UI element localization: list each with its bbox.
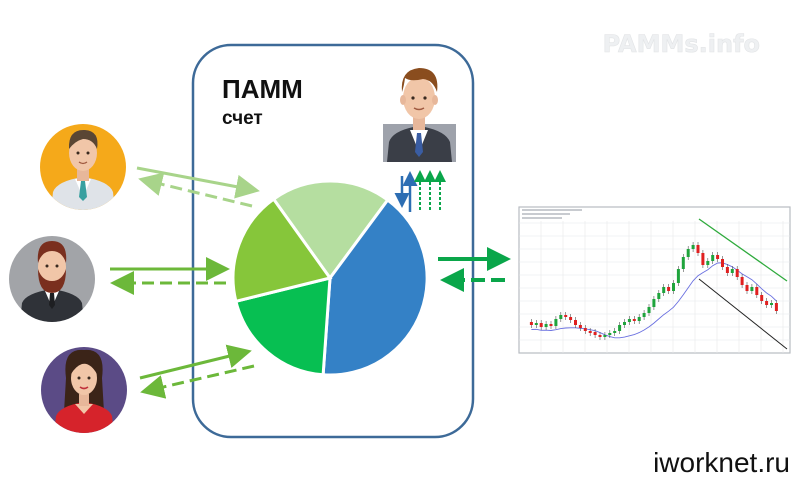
account-title: ПАММ: [222, 74, 303, 104]
investor-bearded-man-icon: [9, 236, 95, 322]
watermark: PAMMs.info: [603, 30, 760, 58]
pie-slice-1: [271, 179, 390, 281]
investor-woman-icon: [41, 347, 127, 433]
footer-site-label: iworknet.ru: [653, 447, 790, 478]
account-subtitle: счет: [222, 108, 263, 129]
investor-man-icon: [40, 124, 126, 210]
market-flow-arrows: [438, 247, 511, 292]
pamm-account-frame: [191, 43, 475, 439]
trading-chart-icon: [518, 206, 791, 354]
pie-slice-2: [321, 197, 429, 377]
capital-pie-chart: [231, 179, 429, 377]
investor-flow-arrows: [110, 166, 260, 399]
manager-avatar-icon: [383, 68, 456, 162]
manager-capital-arrows: [394, 170, 446, 212]
pie-slice-4: [231, 197, 333, 304]
pie-slice-3: [234, 276, 332, 377]
